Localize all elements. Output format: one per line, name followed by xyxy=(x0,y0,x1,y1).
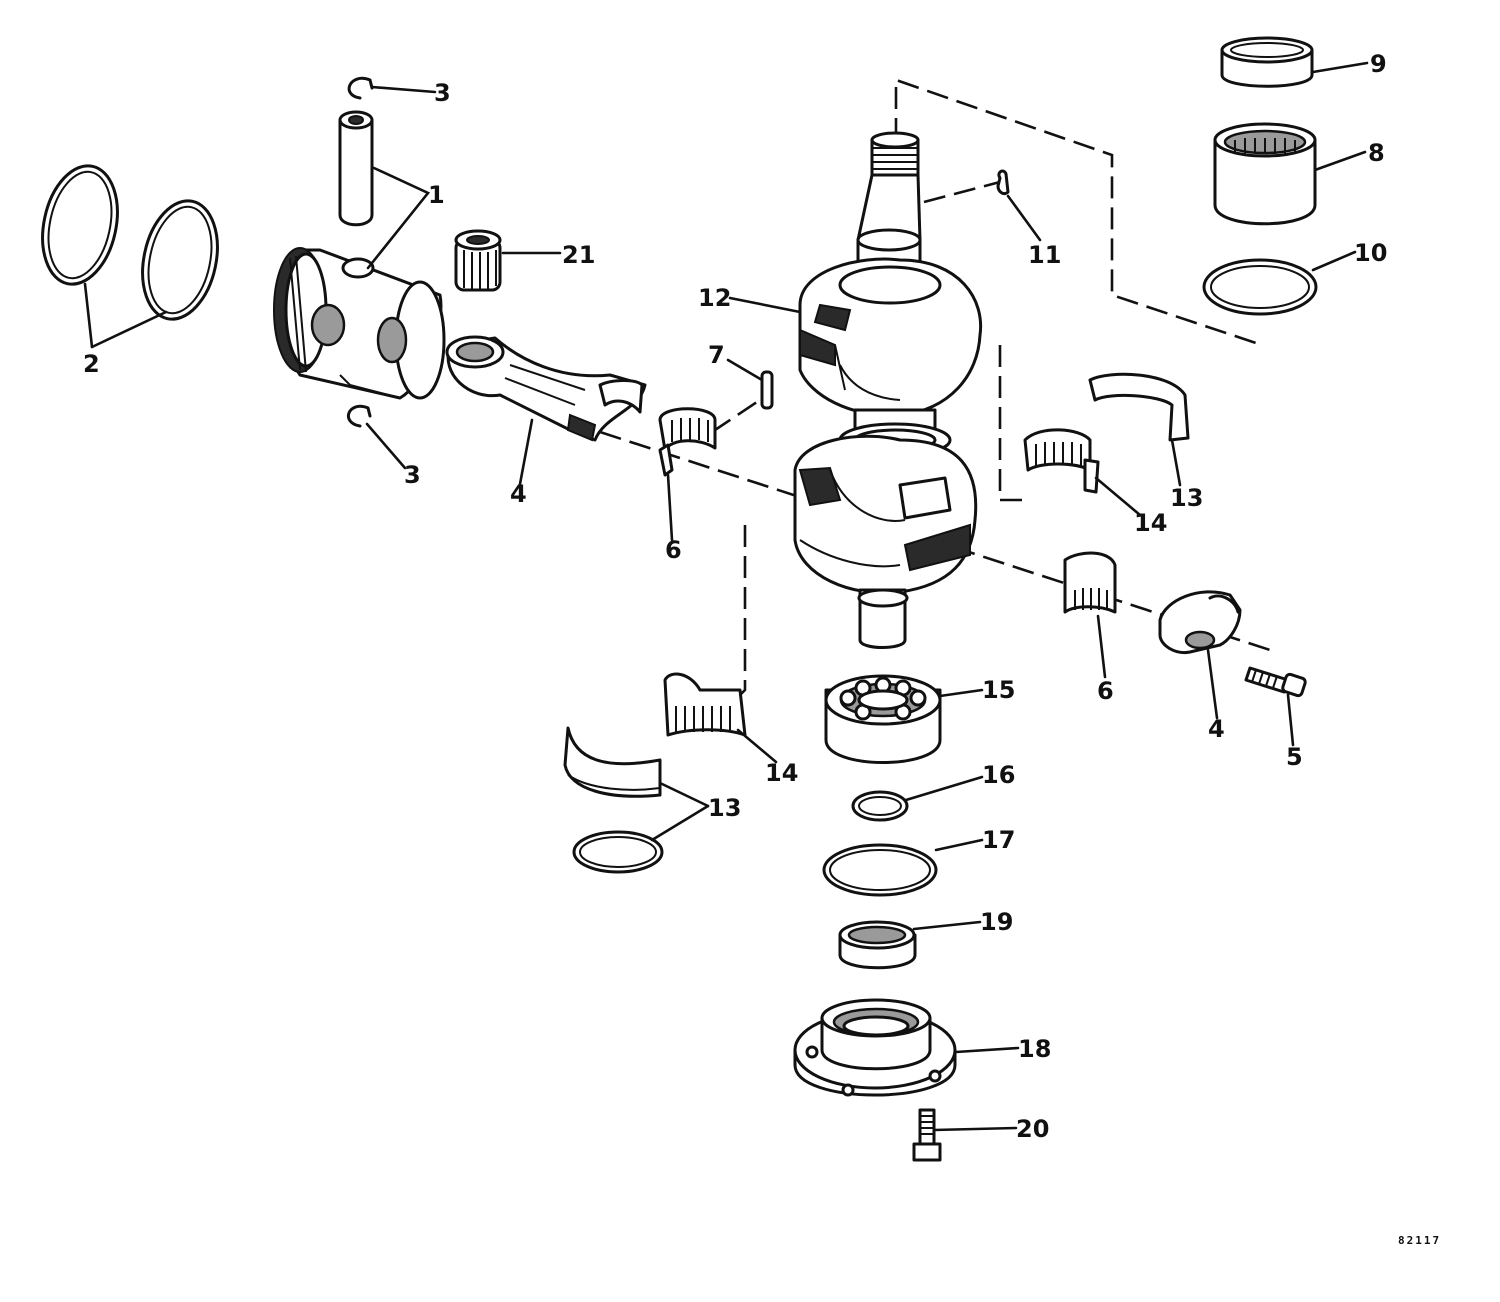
callout-3-top: 3 xyxy=(434,79,451,107)
callout-16: 16 xyxy=(982,761,1015,789)
main-bearing-cage-lower xyxy=(663,672,747,737)
rod-cap xyxy=(1158,590,1242,655)
callout-15: 15 xyxy=(982,676,1015,704)
dowel-pin xyxy=(760,370,774,410)
callout-6-lower: 6 xyxy=(1097,677,1114,705)
callout-13-lower: 13 xyxy=(708,794,741,822)
rod-bearing-cage-upper xyxy=(658,407,717,477)
figure-code: 82117 xyxy=(1398,1234,1441,1247)
callout-3-bottom: 3 xyxy=(404,461,421,489)
callout-11: 11 xyxy=(1028,241,1061,269)
callout-7: 7 xyxy=(708,341,725,369)
main-bearing-race-lower xyxy=(563,726,662,798)
piston xyxy=(273,247,446,400)
callout-4-rod: 4 xyxy=(510,480,527,508)
callout-14-lower: 14 xyxy=(765,759,798,787)
retaining-ring-10 xyxy=(1202,258,1318,316)
main-bearing-cage-upper xyxy=(1023,428,1100,494)
seal-ring-9 xyxy=(1220,36,1314,88)
callout-21: 21 xyxy=(562,241,595,269)
callout-9: 9 xyxy=(1370,50,1387,78)
race-retaining-ring xyxy=(572,830,664,874)
piston-pin xyxy=(338,110,374,227)
callout-13-upper: 13 xyxy=(1170,484,1203,512)
connecting-rod xyxy=(445,335,647,442)
callout-17: 17 xyxy=(982,826,1015,854)
callout-5: 5 xyxy=(1286,743,1303,771)
bearing-retainer-plate xyxy=(793,998,957,1097)
piston-pin-retainers xyxy=(347,76,374,428)
rod-bearing-cage-lower xyxy=(1063,551,1117,614)
callout-4-cap: 4 xyxy=(1208,715,1225,743)
piston-rings xyxy=(41,164,219,321)
main-bearing-race-upper xyxy=(1088,372,1190,442)
callout-10: 10 xyxy=(1354,239,1387,267)
ball-bearing xyxy=(824,674,942,764)
crankshaft xyxy=(793,131,983,649)
o-ring-17 xyxy=(822,843,938,897)
woodruff-key xyxy=(996,169,1010,196)
callout-19: 19 xyxy=(980,908,1013,936)
callout-1: 1 xyxy=(428,181,445,209)
callout-12: 12 xyxy=(698,284,731,312)
retaining-ring-16 xyxy=(851,790,909,822)
rod-cap-screw xyxy=(1244,666,1307,698)
leader-lines xyxy=(83,61,1369,1132)
callout-labels: 1 2 3 3 21 4 6 7 12 11 9 8 10 13 14 6 4 … xyxy=(83,50,1441,1247)
callout-2: 2 xyxy=(83,350,100,378)
retainer-bolt xyxy=(912,1108,942,1162)
oil-seal xyxy=(838,920,917,970)
callout-6-upper: 6 xyxy=(665,536,682,564)
callout-20: 20 xyxy=(1016,1115,1049,1143)
needle-bearing-8 xyxy=(1213,122,1317,226)
callout-18: 18 xyxy=(1018,1035,1051,1063)
wrist-pin-bearing xyxy=(454,229,502,292)
callout-14-upper: 14 xyxy=(1134,509,1167,537)
callout-8: 8 xyxy=(1368,139,1385,167)
